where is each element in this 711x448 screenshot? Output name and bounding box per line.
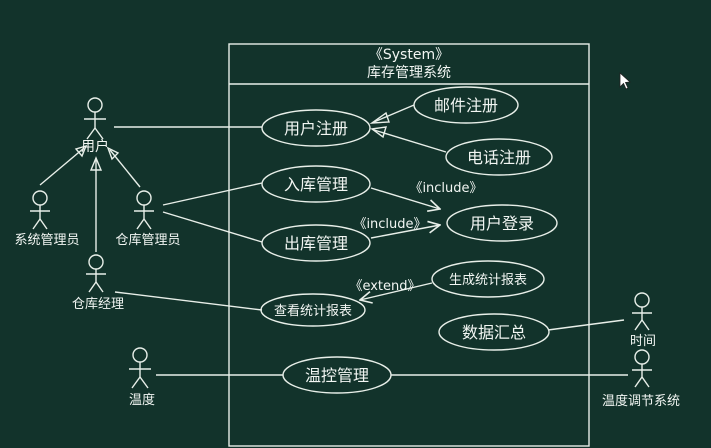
generalization-arrowhead — [89, 156, 103, 171]
generalization-arrowhead — [370, 126, 387, 139]
actor-warehouse-manager — [86, 254, 106, 293]
usecase-stock-in — [261, 165, 371, 203]
generalization-phone-register — [373, 129, 447, 153]
usecase-label: 用户登录 — [470, 214, 534, 233]
extend-label: 《extend》 — [349, 279, 420, 294]
actor-label: 温度调节系统 — [602, 393, 680, 409]
usecase-user-login — [446, 204, 558, 242]
actor-system-admin — [30, 190, 50, 230]
usecase-stock-out — [261, 224, 371, 262]
system-name: 库存管理系统 — [367, 65, 451, 81]
actor-temperature — [129, 347, 151, 389]
actor-label: 时间 — [630, 334, 656, 349]
generalization-arrowhead — [74, 144, 88, 158]
usecase-user-register — [261, 109, 371, 147]
system-stereotype: 《System》 — [369, 47, 449, 63]
actor-temp-regulation-system — [632, 349, 652, 388]
actor-label: 仓库经理 — [72, 296, 124, 312]
extend-genreport-viewreport — [360, 282, 433, 300]
assoc-summary-time — [547, 319, 625, 331]
usecase-label: 入库管理 — [284, 175, 348, 194]
actor-label: 温度 — [129, 392, 155, 408]
actor-label: 仓库管理员 — [115, 232, 180, 248]
generalization-arrowhead — [106, 146, 120, 161]
include-label-2: 《include》 — [353, 217, 426, 232]
usecase-temp-control — [282, 356, 392, 394]
usecase-phone-register — [445, 138, 553, 176]
usecase-label: 电话注册 — [467, 148, 531, 167]
usecase-email-register — [413, 86, 519, 124]
generalization-arrowhead — [369, 111, 390, 124]
system-boundary — [228, 43, 590, 447]
usecase-label: 查看统计报表 — [274, 303, 352, 319]
usecase-view-report — [260, 293, 366, 327]
assoc-keeper-stockout — [162, 211, 263, 243]
actor-time — [632, 292, 652, 331]
usecase-data-summary — [438, 313, 550, 351]
usecase-label: 邮件注册 — [434, 96, 498, 115]
include-label-1: 《include》 — [409, 181, 482, 196]
usecase-label: 数据汇总 — [462, 323, 526, 342]
generalization-sysadmin-user — [39, 147, 85, 186]
mouse-cursor-icon — [619, 72, 631, 90]
usecase-label: 用户注册 — [284, 119, 348, 138]
actor-label: 用户 — [81, 138, 109, 155]
assoc-manager-viewreport — [114, 291, 263, 311]
actor-user — [84, 97, 106, 140]
actor-label: 系统管理员 — [14, 233, 79, 248]
usecase-label: 生成统计报表 — [449, 273, 527, 288]
usecase-generate-report — [431, 260, 545, 298]
assoc-keeper-stockin — [162, 182, 263, 206]
include-stockin-login — [370, 187, 440, 209]
usecase-label: 温控管理 — [305, 366, 369, 385]
actor-warehouse-keeper — [134, 190, 154, 230]
generalization-email-register — [373, 104, 415, 123]
usecase-label: 出库管理 — [284, 234, 348, 253]
include-stockout-login — [370, 225, 440, 239]
